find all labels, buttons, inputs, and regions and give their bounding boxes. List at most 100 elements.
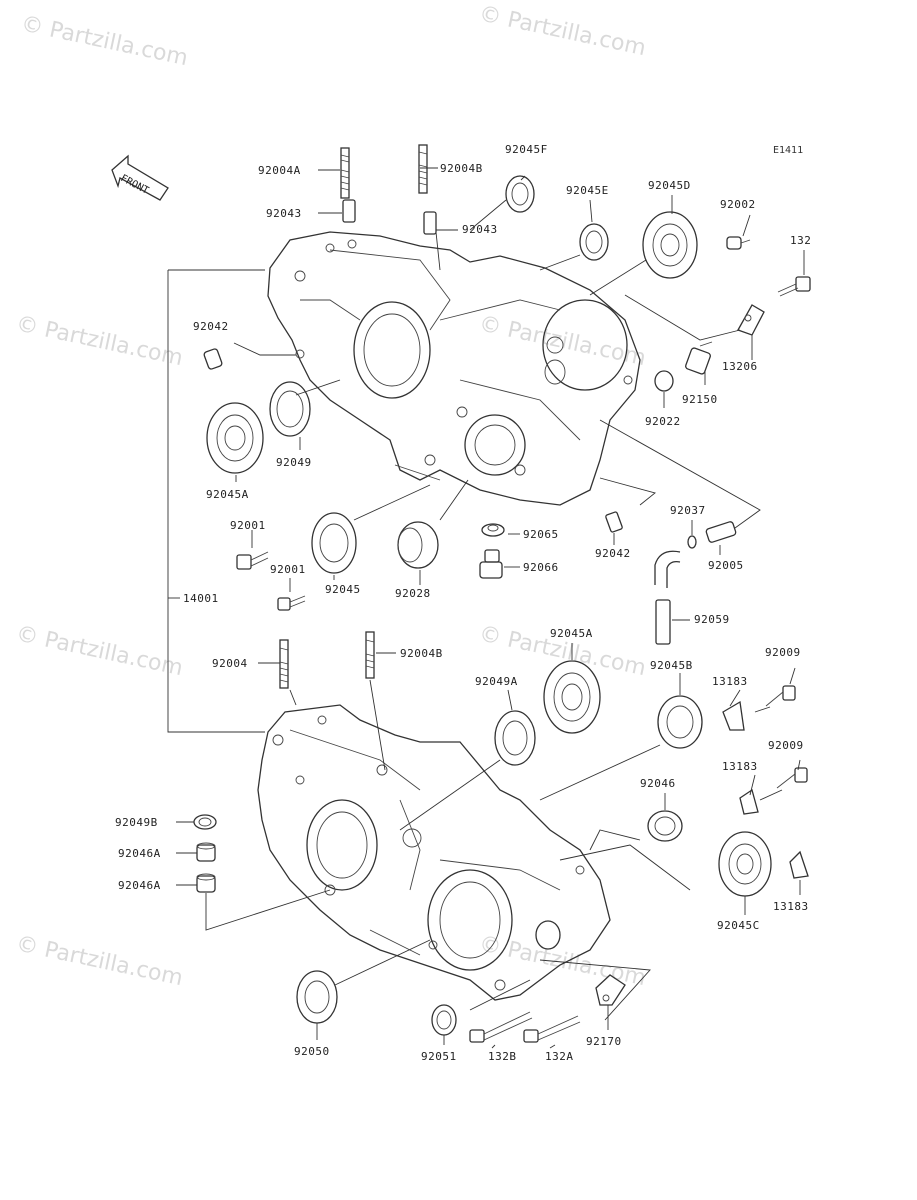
seal-92049-icon: [269, 381, 311, 437]
callout-92045D: 92045D: [648, 179, 691, 192]
dowel-pin-92042-icon: [203, 348, 223, 370]
seal-92049A-icon: [494, 710, 536, 766]
callout-13183-a: 13183: [712, 675, 748, 688]
stud-92004A-icon: [340, 147, 350, 199]
callout-92046: 92046: [640, 777, 676, 790]
callout-132: 132: [790, 234, 811, 247]
bolt-92001-b-icon: [277, 595, 306, 611]
screw-92002-icon: [726, 236, 751, 250]
callout-92046A-a: 92046A: [118, 847, 161, 860]
clamp-92170-icon: [595, 974, 626, 1006]
watermark: © Partzilla.com: [477, 931, 648, 991]
bushing-92028-icon: [397, 521, 439, 569]
callout-92042-mid: 92042: [595, 547, 631, 560]
clip-13183-a-icon: [722, 700, 745, 731]
callout-92059: 92059: [694, 613, 730, 626]
dowel-pin-92043-icon: [423, 211, 437, 235]
bearing-92045A-low-icon: [543, 660, 601, 734]
watermark: © Partzilla.com: [14, 621, 185, 681]
watermark: © Partzilla.com: [14, 931, 185, 991]
callout-132B: 132B: [488, 1050, 517, 1063]
lower-crankcase-half: [257, 704, 611, 1001]
gasket-92022-icon: [654, 370, 674, 392]
dowel-pin-92042-icon: [605, 511, 623, 533]
bearing-92045-icon: [311, 512, 357, 574]
bearing-92045F-icon: [505, 175, 535, 213]
callout-92045A-top: 92045A: [206, 488, 249, 501]
bearing-92046-icon: [647, 810, 683, 842]
callout-92009-a: 92009: [765, 646, 801, 659]
bearing-92045B-icon: [657, 695, 703, 749]
callout-92004B-top: 92004B: [440, 162, 483, 175]
o-ring-92037-icon: [687, 535, 697, 549]
callout-92037: 92037: [670, 504, 706, 517]
leader-lines: [167, 167, 805, 1049]
callout-92046A-b: 92046A: [118, 879, 161, 892]
elbow-fitting-92150-icon: [685, 341, 713, 375]
clamp-13206-icon: [737, 304, 765, 336]
stud-92004B-icon: [418, 144, 428, 194]
bearing-92045C-icon: [718, 831, 772, 897]
callout-92004: 92004: [212, 657, 248, 670]
bearing-92045E-icon: [579, 223, 609, 261]
callout-92043-left: 92043: [266, 207, 302, 220]
callout-92004A-top: 92004A: [258, 164, 301, 177]
stud-92004-icon: [279, 639, 289, 689]
dowel-pin-92043-icon: [342, 199, 356, 223]
callout-92049A: 92049A: [475, 675, 518, 688]
bolt-92001-a-icon: [236, 551, 269, 570]
stud-92004B-low-icon: [365, 631, 375, 679]
bearing-92045A-top-icon: [206, 402, 264, 474]
plug-92065-icon: [481, 523, 505, 537]
watermark-group: © Partzilla.com © Partzilla.com © Partzi…: [14, 1, 648, 991]
screw-92009-a-icon: [765, 685, 796, 707]
callout-92170: 92170: [586, 1035, 622, 1048]
watermark: © Partzilla.com: [477, 1, 648, 61]
callout-92001-a: 92001: [230, 519, 266, 532]
callout-92051: 92051: [421, 1050, 457, 1063]
callout-92066: 92066: [523, 561, 559, 574]
callout-92045F: 92045F: [505, 143, 548, 156]
callout-92004B-low: 92004B: [400, 647, 443, 660]
callout-92049: 92049: [276, 456, 312, 469]
watermark: © Partzilla.com: [14, 311, 185, 371]
callout-92001-b: 92001: [270, 563, 306, 576]
screw-92009-b-icon: [776, 767, 808, 789]
callout-92022: 92022: [645, 415, 681, 428]
bolt-132B-icon: [469, 1011, 533, 1043]
callout-92042-top: 92042: [193, 320, 229, 333]
upper-crankcase-half: [267, 231, 641, 506]
callout-92150: 92150: [682, 393, 718, 406]
front-arrow-label: FRONT: [119, 173, 151, 197]
callout-132A: 132A: [545, 1050, 574, 1063]
bolt-132A-icon: [523, 1015, 581, 1043]
bearing-92046A-icon: [196, 842, 216, 862]
callout-92043-right: 92043: [462, 223, 498, 236]
callout-13183-b: 13183: [722, 760, 758, 773]
callout-92045C: 92045C: [717, 919, 760, 932]
callout-92049B: 92049B: [115, 816, 158, 829]
callout-92028: 92028: [395, 587, 431, 600]
bolt-132-icon: [777, 276, 811, 297]
watermark: © Partzilla.com: [19, 11, 190, 71]
seal-92049B-icon: [193, 814, 217, 830]
callout-92002: 92002: [720, 198, 756, 211]
bearing-92046A-icon: [196, 873, 216, 893]
callout-92045A-low: 92045A: [550, 627, 593, 640]
bearing-92045D-icon: [642, 211, 698, 279]
bolt-92066-icon: [479, 549, 503, 579]
callout-labels: 92004A 92004B 92045F 92045E 92045D 92002…: [115, 143, 811, 1063]
seal-92051-icon: [431, 1004, 457, 1036]
callout-92005: 92005: [708, 559, 744, 572]
diagram-code: E1411: [773, 145, 803, 156]
callout-14001: 14001: [183, 592, 219, 605]
callout-92045B: 92045B: [650, 659, 693, 672]
callout-13206: 13206: [722, 360, 758, 373]
callout-13183-c: 13183: [773, 900, 809, 913]
front-arrow-icon: FRONT: [111, 154, 169, 201]
seal-92050-icon: [296, 970, 338, 1024]
callout-92065: 92065: [523, 528, 559, 541]
callout-92009-b: 92009: [768, 739, 804, 752]
